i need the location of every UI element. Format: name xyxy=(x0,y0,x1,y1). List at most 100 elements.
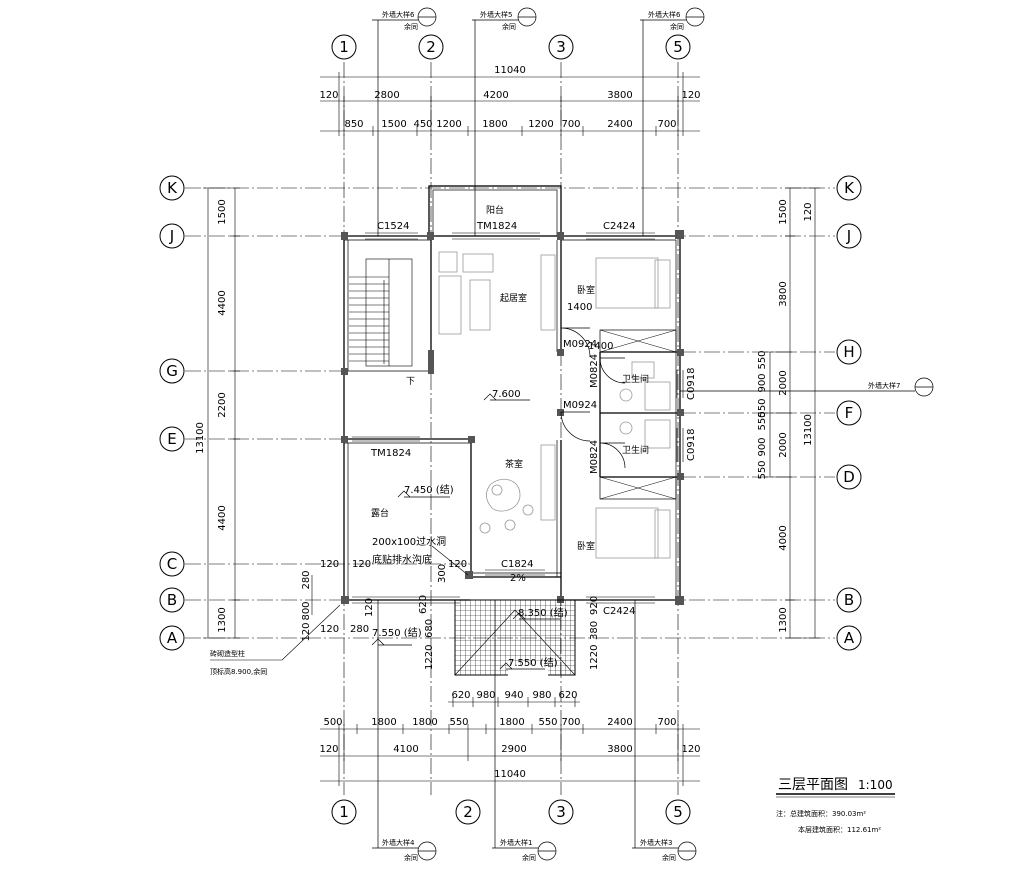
dim-label: 120 xyxy=(352,559,371,570)
window-C0918-a: C0918 xyxy=(686,368,697,400)
dim-label: 700 xyxy=(561,717,580,728)
axis-label: 1 xyxy=(339,803,349,821)
dim-label: 620 xyxy=(418,595,429,614)
furniture xyxy=(438,251,671,559)
dim-label: 4100 xyxy=(393,744,418,755)
dim-label: 550 xyxy=(757,350,768,369)
column-note-1: 砖砌造型柱 xyxy=(210,649,245,658)
dim-label: 550 xyxy=(538,717,557,728)
dim-label: 900 xyxy=(757,437,768,456)
dim-label: 680 xyxy=(424,619,435,638)
dim-label: 2900 xyxy=(501,744,526,755)
dim-label: 120 xyxy=(320,559,339,570)
doors xyxy=(560,327,626,469)
dim-label: 120 xyxy=(448,559,467,570)
dim-label: 4400 xyxy=(217,290,228,315)
right-dimension-lines xyxy=(765,187,820,639)
dim-bottom-total: 11040 xyxy=(494,769,526,780)
drain-note-1: 200x100过水洞 xyxy=(372,535,446,548)
dim-label: 940 xyxy=(504,690,523,701)
level-terrace: 7.450 (结) xyxy=(404,483,454,496)
level-roof-1: 7.550 (结) xyxy=(372,626,422,639)
axis-label-K-left: K xyxy=(167,179,178,197)
dim-label: 500 xyxy=(323,717,342,728)
room-bedroom-1: 卧室 xyxy=(577,284,595,296)
dim-label: 980 xyxy=(532,690,551,701)
detail-tag-label: 外墙大样4 xyxy=(382,838,415,847)
dim-label: 2800 xyxy=(374,90,399,101)
detail-tag-same: 余同 xyxy=(522,853,536,862)
dim-label: 280 xyxy=(350,624,369,635)
staircase xyxy=(349,258,413,367)
area-note-floor: 本层建筑面积：112.61m² xyxy=(798,825,881,834)
dim-label: 120 xyxy=(681,744,700,755)
drawing-title: 三层平面图 xyxy=(778,777,848,793)
door-M0824-b: M0824 xyxy=(589,440,600,474)
axis-label-D-right: D xyxy=(843,468,855,486)
detail-tag-same: 余同 xyxy=(662,853,676,862)
window-TM1824-bottom: TM1824 xyxy=(370,448,411,459)
dim-label: 850 xyxy=(344,119,363,130)
walls xyxy=(343,185,681,601)
dim-label: 4200 xyxy=(483,90,508,101)
window-C2424-top: C2424 xyxy=(603,221,635,232)
slope-label: 2% xyxy=(510,573,526,584)
room-tea: 茶室 xyxy=(505,458,523,470)
dim-label: 2400 xyxy=(607,119,632,130)
dim-label: 120 xyxy=(803,202,814,221)
window-C0918-b: C0918 xyxy=(686,429,697,461)
axis-bubble-3-top: 3 xyxy=(548,34,574,60)
dim-label: 1500 xyxy=(217,199,228,224)
axis-label-F-right: F xyxy=(845,404,854,422)
dim-label: 1200 xyxy=(528,119,553,130)
axis-label: 3 xyxy=(556,803,566,821)
dim-label: 1800 xyxy=(499,717,524,728)
detail-tag-label: 外墙大样7 xyxy=(868,381,900,390)
dim-label: 4400 xyxy=(217,505,228,530)
axis-label: 2 xyxy=(463,803,473,821)
axis-bubble-1-bottom: 1 xyxy=(331,799,357,825)
dim-label: 380 xyxy=(589,621,600,640)
dim-label: 1800 xyxy=(412,717,437,728)
detail-tag-same: 余同 xyxy=(502,22,516,31)
axis-label: 2 xyxy=(426,38,436,56)
dim-label: 1800 xyxy=(371,717,396,728)
dim-label: 980 xyxy=(476,690,495,701)
area-note-total: 注：总建筑面积：390.03m² xyxy=(776,809,866,818)
room-balcony: 阳台 xyxy=(486,204,504,216)
axis-bubble-1-top: 1 xyxy=(331,34,357,60)
axis-label: 5 xyxy=(673,38,683,56)
dim-label: 620 xyxy=(451,690,470,701)
level-roof-2: 7.550 (结) xyxy=(508,656,558,669)
door-M0824-a: M0824 xyxy=(589,354,600,388)
dim-label: 120 xyxy=(364,598,375,617)
dim-label: 550 xyxy=(757,460,768,479)
column-note-2: 顶标高8.900,余同 xyxy=(210,667,267,676)
drawing-scale: 1:100 xyxy=(858,778,893,792)
left-dimension-lines xyxy=(203,187,313,639)
dim-label: 1300 xyxy=(778,607,789,632)
axis-bubble-2-top: 2 xyxy=(418,34,444,60)
window-C1824: C1824 xyxy=(501,559,533,570)
dim-label: 4000 xyxy=(778,525,789,550)
dim-label: 120 xyxy=(320,624,339,635)
room-living: 起居室 xyxy=(500,292,527,304)
axis-label-B-right: B xyxy=(844,591,854,609)
detail-tag-same: 余同 xyxy=(670,22,684,31)
window-C1524: C1524 xyxy=(377,221,409,232)
dim-label: 1200 xyxy=(436,119,461,130)
dim-label: 3800 xyxy=(607,744,632,755)
dim-label: 120 xyxy=(681,90,700,101)
axis-bubble-3-bottom: 3 xyxy=(548,799,574,825)
axis-label: 3 xyxy=(556,38,566,56)
dim-label: 2200 xyxy=(217,392,228,417)
dim-label: 300 xyxy=(437,564,448,583)
level-floor: 7.600 xyxy=(492,389,521,400)
dim-label: 550 xyxy=(449,717,468,728)
axis-bubble-5-bottom: 5 xyxy=(665,799,691,825)
detail-tag-label: 外墙大样6 xyxy=(648,10,681,19)
dim-label: 120 xyxy=(319,90,338,101)
dim-label: 1800 xyxy=(482,119,507,130)
dim-label: 3800 xyxy=(607,90,632,101)
axis-bubble-5-top: 5 xyxy=(665,34,691,60)
